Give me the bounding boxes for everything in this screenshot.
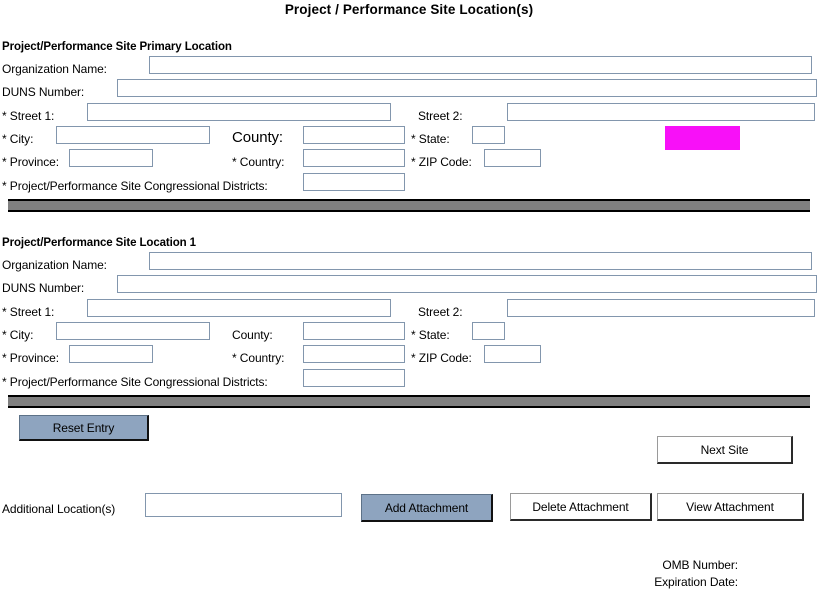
label-street1-location-1: * Street 1: bbox=[2, 305, 55, 319]
label-congressional-districts-primary: * Project/Performance Site Congressional… bbox=[2, 179, 268, 193]
label-county-primary: County: bbox=[232, 129, 283, 146]
input-congressional-districts-location-1[interactable] bbox=[303, 369, 405, 387]
section-heading-primary: Project/Performance Site Primary Locatio… bbox=[2, 41, 232, 53]
input-duns-number-location-1[interactable] bbox=[117, 275, 817, 293]
input-zip-location-1[interactable] bbox=[484, 345, 541, 363]
next-site-label: Next Site bbox=[700, 442, 749, 457]
input-state-location-1[interactable] bbox=[472, 322, 505, 340]
label-congressional-districts-location-1: * Project/Performance Site Congressional… bbox=[2, 375, 268, 389]
label-zip-location-1: * ZIP Code: bbox=[411, 351, 472, 365]
page-title: Project / Performance Site Location(s) bbox=[284, 2, 534, 17]
input-province-primary[interactable] bbox=[69, 149, 153, 167]
label-duns-number-location-1: DUNS Number: bbox=[2, 281, 85, 295]
label-duns-number-primary: DUNS Number: bbox=[2, 85, 85, 99]
label-zip-primary: * ZIP Code: bbox=[411, 155, 472, 169]
magenta-highlight-block bbox=[665, 126, 740, 150]
reset-entry-label: Reset Entry bbox=[52, 420, 115, 435]
label-province-location-1: * Province: bbox=[2, 351, 59, 365]
label-street2-location-1: Street 2: bbox=[418, 305, 463, 319]
input-county-primary[interactable] bbox=[303, 126, 405, 144]
expiration-date-label: Expiration Date: bbox=[654, 575, 738, 589]
next-site-button[interactable]: Next Site bbox=[657, 436, 793, 464]
add-attachment-label: Add Attachment bbox=[384, 500, 469, 515]
input-duns-number-primary[interactable] bbox=[117, 79, 817, 97]
input-street2-location-1[interactable] bbox=[507, 299, 815, 317]
label-organization-name-location-1: Organization Name: bbox=[2, 258, 107, 272]
reset-entry-button[interactable]: Reset Entry bbox=[19, 415, 149, 441]
input-city-location-1[interactable] bbox=[56, 322, 210, 340]
label-state-primary: * State: bbox=[411, 132, 450, 146]
add-attachment-button[interactable]: Add Attachment bbox=[361, 494, 493, 522]
input-country-primary[interactable] bbox=[303, 149, 405, 167]
input-organization-name-primary[interactable] bbox=[149, 56, 812, 74]
delete-attachment-label: Delete Attachment bbox=[532, 499, 629, 514]
label-street1-primary: * Street 1: bbox=[2, 109, 55, 123]
section-heading-location-1: Project/Performance Site Location 1 bbox=[2, 237, 196, 249]
input-city-primary[interactable] bbox=[56, 126, 210, 144]
label-country-location-1: * Country: bbox=[232, 351, 285, 365]
input-county-location-1[interactable] bbox=[303, 322, 405, 340]
input-additional-locations[interactable] bbox=[145, 493, 342, 517]
delete-attachment-button[interactable]: Delete Attachment bbox=[510, 493, 652, 521]
input-province-location-1[interactable] bbox=[69, 345, 153, 363]
section-separator-2 bbox=[8, 395, 810, 408]
label-country-primary: * Country: bbox=[232, 155, 285, 169]
input-state-primary[interactable] bbox=[472, 126, 505, 144]
label-city-location-1: * City: bbox=[2, 328, 34, 342]
input-street1-primary[interactable] bbox=[87, 103, 391, 121]
label-street2-primary: Street 2: bbox=[418, 109, 463, 123]
label-city-primary: * City: bbox=[2, 132, 34, 146]
input-street1-location-1[interactable] bbox=[87, 299, 391, 317]
input-street2-primary[interactable] bbox=[507, 103, 815, 121]
input-zip-primary[interactable] bbox=[484, 149, 541, 167]
view-attachment-label: View Attachment bbox=[686, 499, 774, 514]
label-state-location-1: * State: bbox=[411, 328, 450, 342]
omb-number-label: OMB Number: bbox=[662, 558, 738, 572]
label-organization-name-primary: Organization Name: bbox=[2, 62, 107, 76]
input-congressional-districts-primary[interactable] bbox=[303, 173, 405, 191]
section-separator-1 bbox=[8, 199, 810, 212]
input-organization-name-location-1[interactable] bbox=[149, 252, 812, 270]
view-attachment-button[interactable]: View Attachment bbox=[657, 493, 804, 521]
label-province-primary: * Province: bbox=[2, 155, 59, 169]
label-county-location-1: County: bbox=[232, 328, 273, 342]
label-additional-locations: Additional Location(s) bbox=[2, 502, 116, 516]
input-country-location-1[interactable] bbox=[303, 345, 405, 363]
